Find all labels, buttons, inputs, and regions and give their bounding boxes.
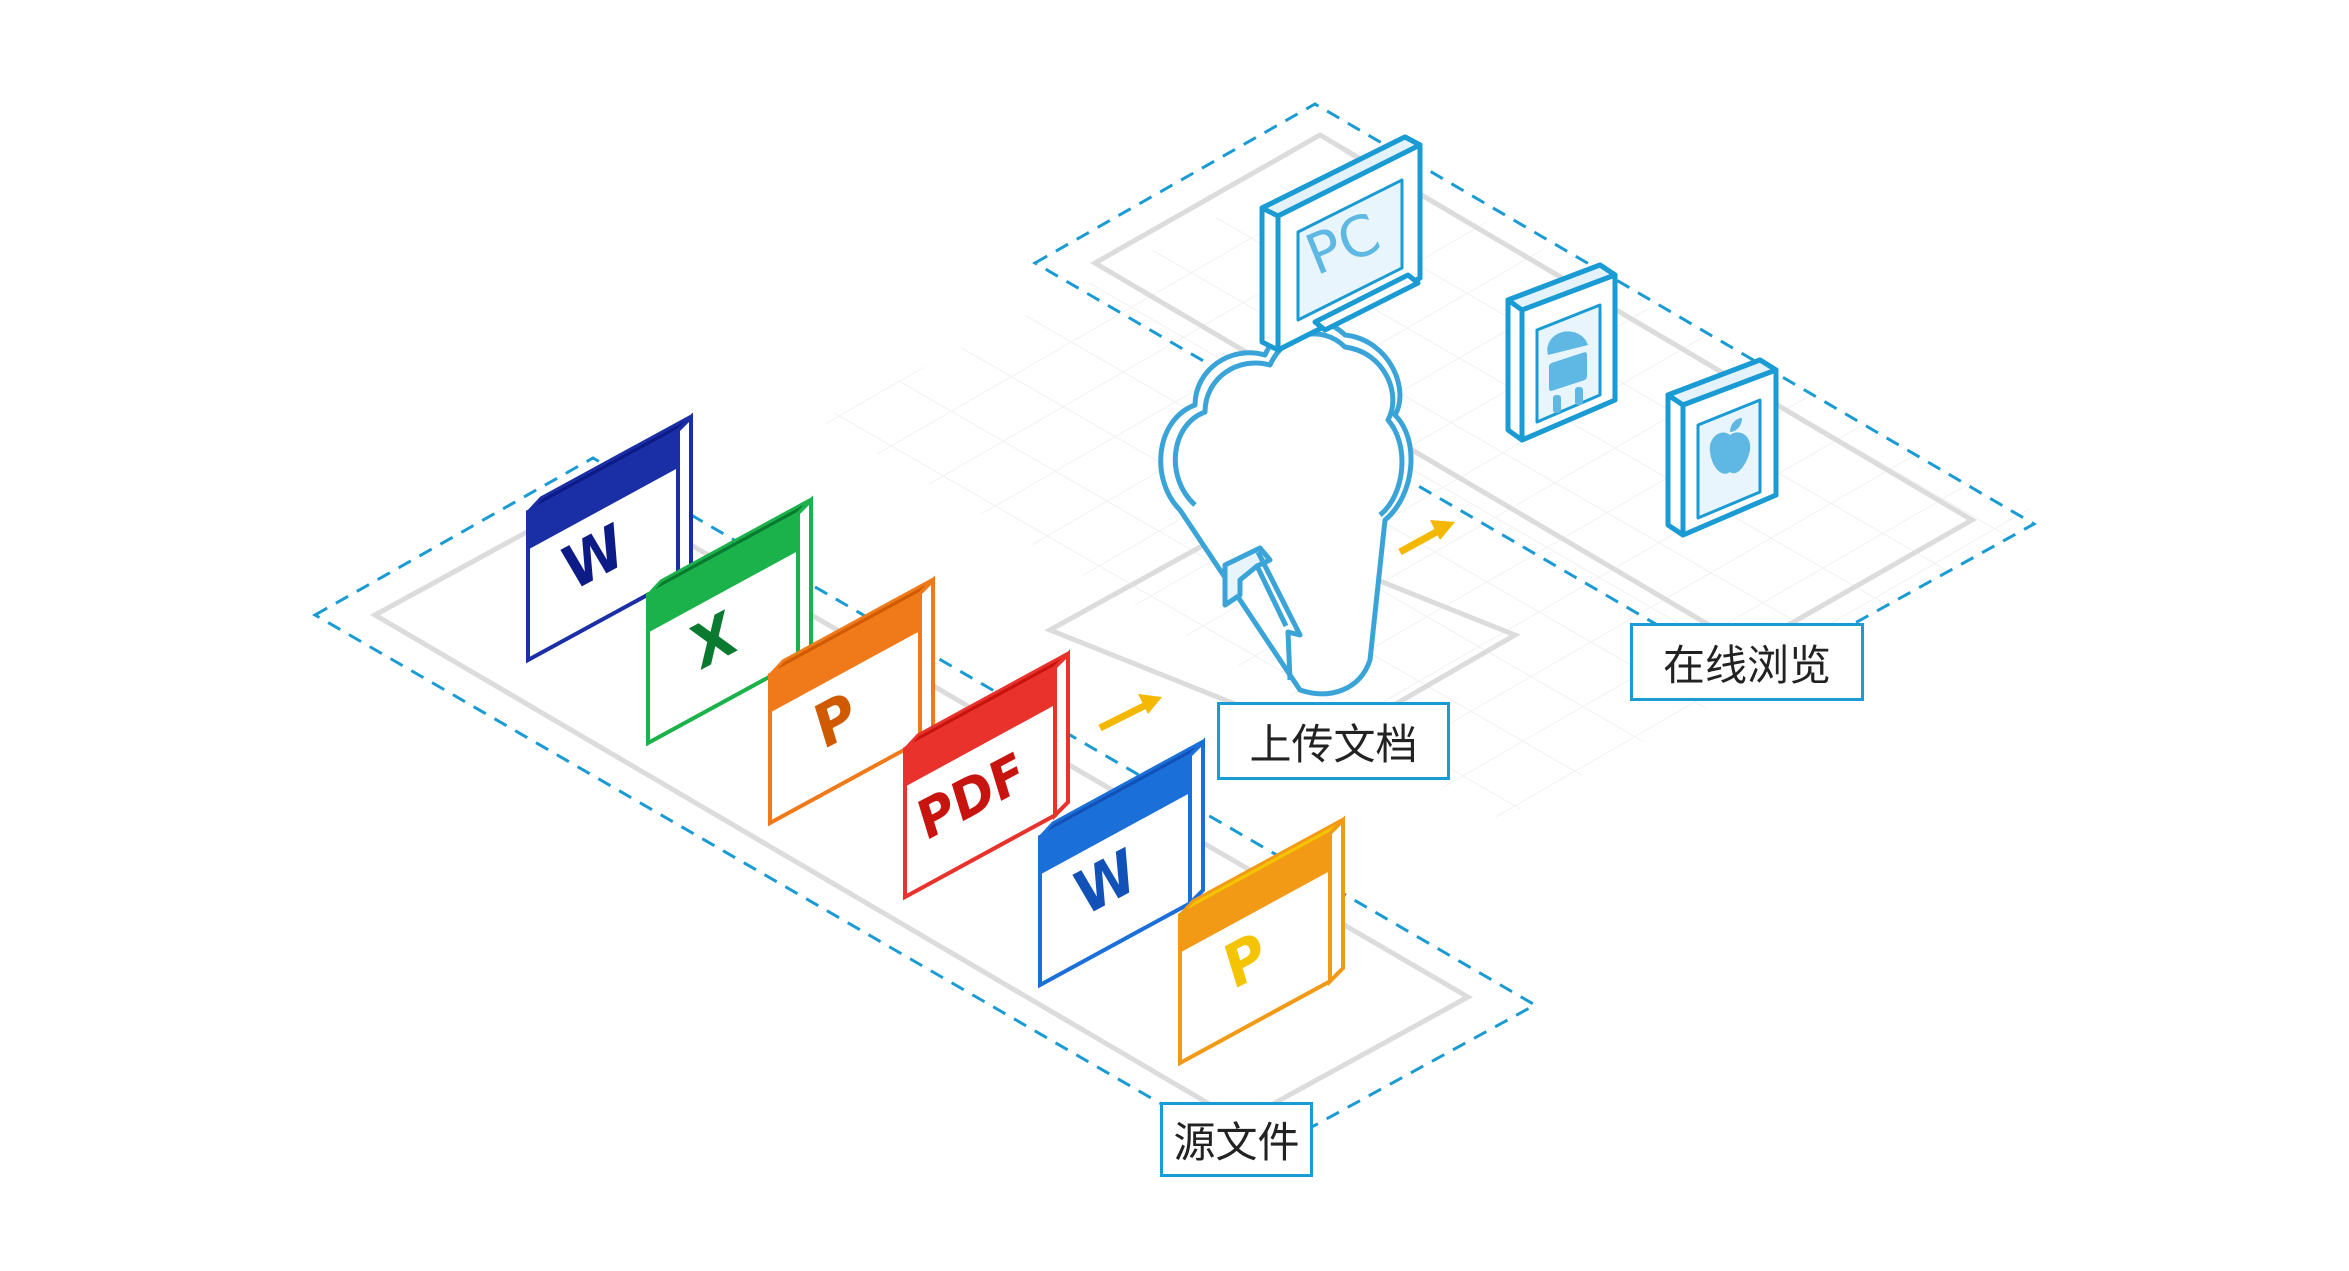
online-preview-label: 在线浏览	[1630, 623, 1864, 701]
file-window-3: P	[768, 575, 935, 827]
pc-monitor-icon	[1259, 134, 1423, 353]
file-window-1: W	[526, 412, 693, 664]
file-window-4: PDF	[903, 649, 1070, 901]
source-files-label: 源文件	[1160, 1102, 1313, 1177]
arrow-to-upload-icon	[1098, 694, 1162, 732]
apple-icon	[1709, 418, 1751, 474]
android-icon	[1547, 331, 1588, 413]
upload-docs-label: 上传文档	[1217, 702, 1450, 780]
file-window-6: P	[1178, 815, 1345, 1067]
cloud-upload-icon	[1158, 318, 1414, 697]
online-preview-platform	[1031, 102, 2038, 682]
source-files-platform	[311, 456, 1539, 1160]
file-window-2: X	[646, 495, 813, 747]
arrow-to-preview-icon	[1398, 520, 1455, 556]
file-window-5: W	[1038, 737, 1205, 989]
